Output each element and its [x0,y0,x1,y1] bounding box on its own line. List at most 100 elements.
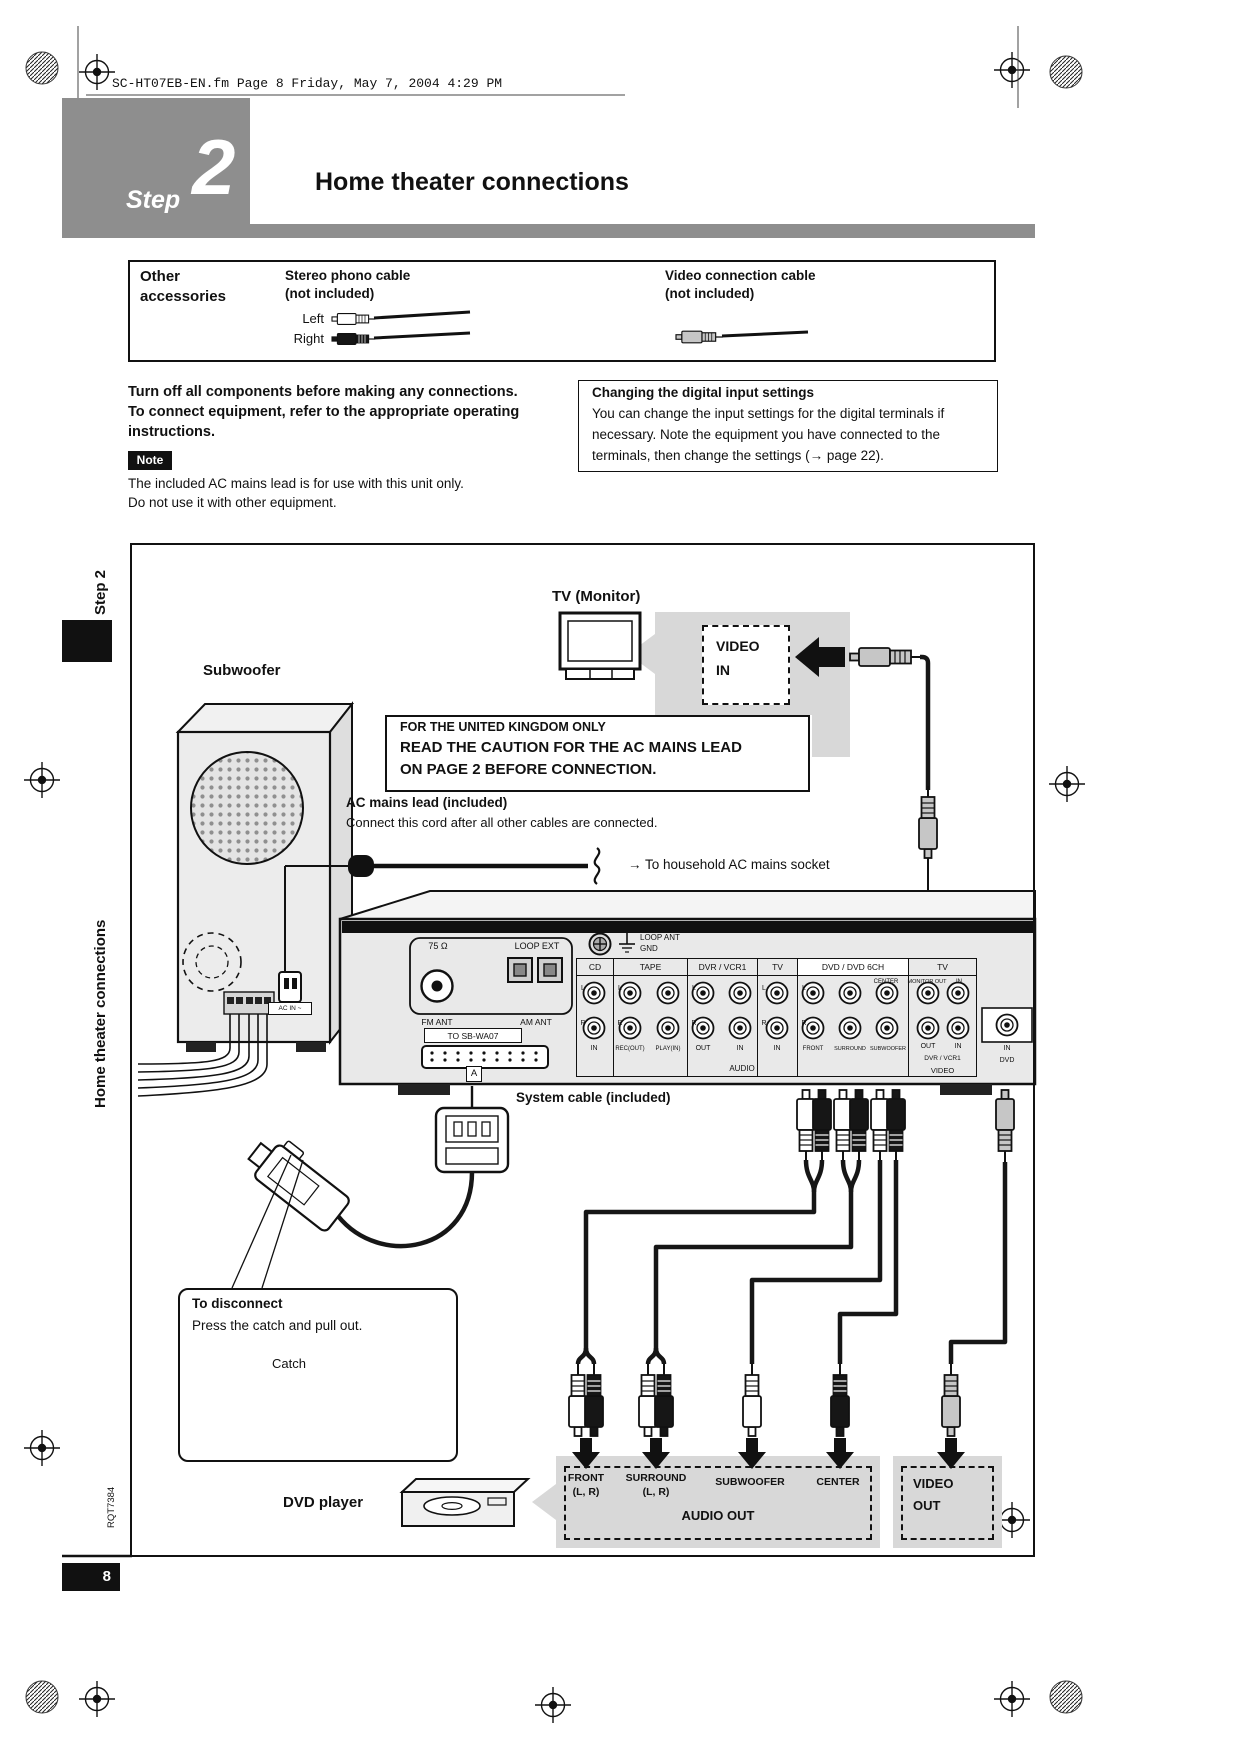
label-ac-in: AC IN ~ [268,1002,312,1015]
ac-lead-body: Connect this cord after all other cables… [346,815,658,830]
label-dvd-in: IN [1003,1045,1011,1052]
video-cable-name: Video connection cable [665,268,816,283]
stereo-phono-cable-drawing [331,310,471,345]
dvd-player-label: DVD player [283,1494,364,1511]
banner-bar [250,224,1035,238]
down-arrow-icons [572,1438,965,1469]
audio-out-title: AUDIO OUT [681,1508,755,1523]
digital-input-title: Changing the digital input settings [592,385,814,400]
accessories-heading-2: accessories [140,288,226,305]
surround-out-lr: (L, R) [642,1486,670,1498]
video-out-line-2: OUT [913,1498,941,1513]
dvd-player-icon [399,1478,531,1527]
label-video-in: IN [954,1043,962,1050]
page-number-tab: 8 [62,1563,120,1591]
label-rec-out: REC(OUT) [615,1046,645,1052]
col-header-tape: TAPE [613,958,688,976]
video-out-line-1: VIDEO [913,1476,954,1491]
label-loop-ant: LOOP ANT [640,933,680,942]
label-gnd: GND [640,944,658,953]
label-cd-in: IN [590,1045,598,1052]
label-audio-section: AUDIO [729,1064,755,1073]
registration-marks [23,26,1086,1724]
label-fm-ant: FM ANT [421,1017,453,1027]
right-plug-label: Right [293,331,324,346]
label-r: R [761,1020,767,1027]
label-subwoofer: SUBWOOFER [869,1046,907,1052]
col-header-tv-video: TV [908,958,977,976]
label-connector-a: A [466,1066,482,1082]
label-loop-ext: LOOP EXT [514,941,560,951]
disconnect-title: To disconnect [192,1296,283,1311]
digital-input-line-2: necessary. Note the equipment you have c… [592,427,940,442]
label-tv-in: IN [773,1045,781,1052]
uk-line-2: READ THE CAUTION FOR THE AC MAINS LEAD [400,739,742,756]
video-cable-drawing [675,330,809,344]
stereo-cable-name: Stereo phono cable [285,268,411,283]
subwoofer-label: Subwoofer [203,662,281,679]
col-header-tv: TV [757,958,798,976]
label-l: L [802,985,806,992]
disconnect-box [178,1288,458,1462]
label-dvr-vcr1-video: DVR / VCR1 [924,1055,961,1062]
center-out-label: CENTER [816,1476,860,1488]
note-line-2: Do not use it with other equipment. [128,495,337,510]
precaution-line-2: To connect equipment, refer to the appro… [128,404,520,420]
video-out-callout [893,1456,1002,1548]
note-badge: Note [128,451,172,470]
label-play-in: PLAY(IN) [655,1046,681,1052]
label-monitor-out: MONITOR OUT [907,979,947,985]
ac-mains-lead-drawing [284,847,601,972]
step-number: 2 [192,123,236,211]
accessories-box [128,260,996,362]
label-l: L [581,985,585,992]
label-video-out: OUT [920,1043,936,1050]
col-header-cd: CD [576,958,614,976]
label-center: CENTER [873,979,899,985]
label-in-top: IN [956,979,962,985]
video-in-box [702,625,790,705]
label-dvr-in: IN [736,1045,744,1052]
step-banner [62,98,250,238]
system-cable-label: System cable (included) [516,1090,671,1105]
system-cable [336,1171,475,1249]
uk-caution-box [385,715,810,792]
gnd-screw-icon [588,932,635,956]
diagram-frame [130,543,1035,1557]
label-dvd: DVD [999,1057,1015,1064]
catch-label: Catch [272,1356,306,1371]
digital-input-box [578,380,998,472]
sidebar-step-label: Step 2 [92,569,109,615]
front-out-label: FRONT [567,1472,605,1484]
doc-code: RQT7384 [106,1486,117,1528]
label-dvr-out: OUT [695,1045,711,1052]
col-header-dvr-vcr1: DVR / VCR1 [687,958,758,976]
ac-socket-label: → To household AC mains socket [628,857,830,872]
surround-out-label: SURROUND [625,1472,687,1484]
video-in-line-1: VIDEO [716,638,760,654]
label-video-section: VIDEO [930,1066,955,1075]
subwoofer-out-label: SUBWOOFER [715,1476,785,1488]
left-plug-label: Left [302,311,324,326]
digital-input-line-1: You can change the input settings for th… [592,406,945,421]
sidebar-tab [62,620,112,662]
sidebar-section-label: Home theater connections [92,919,109,1108]
audio-out-box [564,1466,872,1540]
step-word: Step [126,186,181,214]
audio-out-callout [532,1456,880,1548]
stereo-cable-note: (not included) [285,286,375,301]
uk-line-3: ON PAGE 2 BEFORE CONNECTION. [400,761,657,778]
label-r: R [691,1020,697,1027]
front-out-lr: (L, R) [572,1486,600,1498]
accessories-heading-1: Other [140,268,181,285]
label-r: R [617,1020,623,1027]
system-connector-b [247,1140,350,1232]
video-cable-note: (not included) [665,286,755,301]
label-r: R [580,1020,586,1027]
label-l: L [692,985,696,992]
label-to-sb-wa07: TO SB-WA07 [424,1028,522,1043]
label-front: FRONT [802,1046,824,1052]
label-75ohm: 75 Ω [428,941,448,951]
output-cables [568,1089,1015,1437]
